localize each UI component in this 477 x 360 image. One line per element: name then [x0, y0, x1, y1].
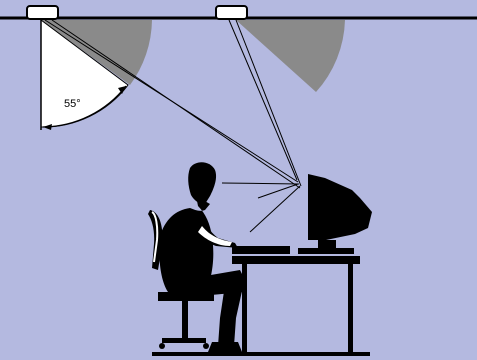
- angle-label: 55°: [64, 98, 81, 110]
- desk: [232, 246, 360, 354]
- glare-zone-right: [236, 20, 345, 92]
- ceiling-light-icon: [216, 6, 247, 19]
- crt-monitor-icon: [298, 174, 372, 254]
- reflected-rays: [222, 183, 300, 232]
- keyboard: [232, 246, 290, 254]
- floor-line: [152, 352, 370, 356]
- ceiling-light-icon: [27, 6, 58, 19]
- person-at-computer-icon: [148, 162, 246, 352]
